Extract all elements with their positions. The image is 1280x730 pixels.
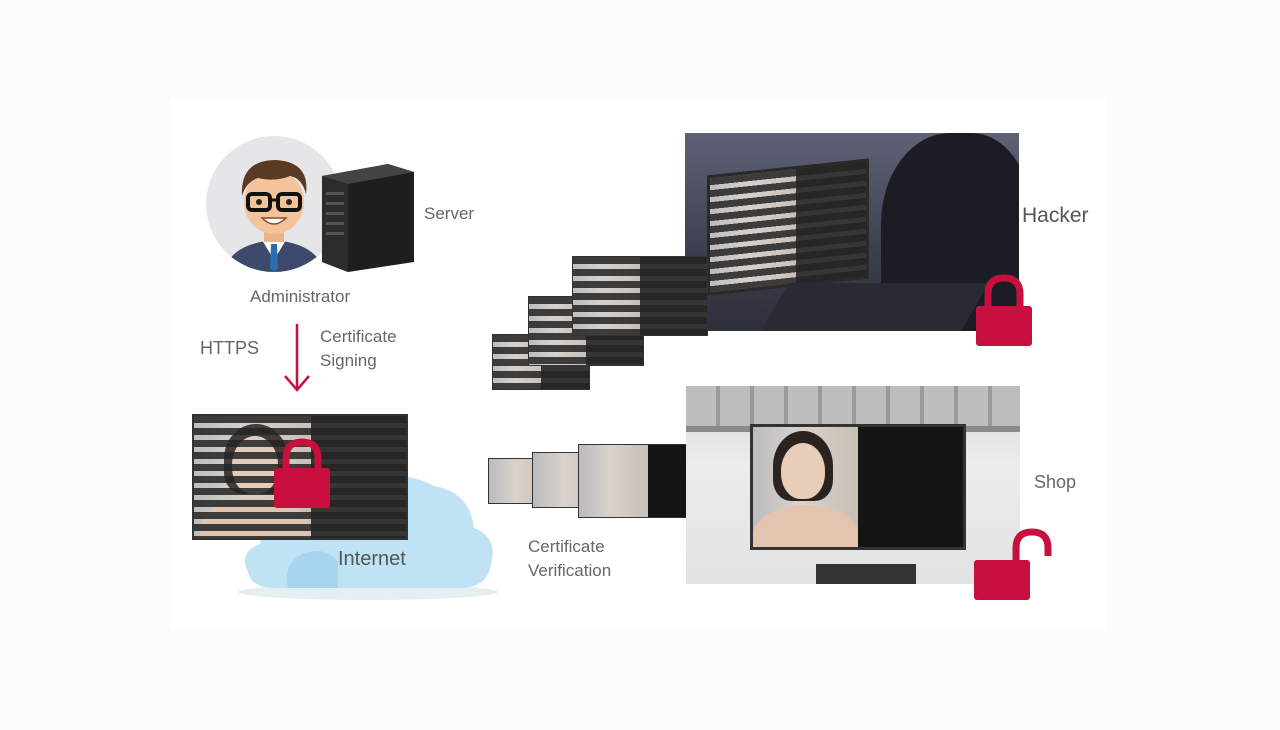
shop-photo xyxy=(686,386,1020,584)
certificate-verification-label: Certificate Verification xyxy=(528,537,612,580)
server-icon xyxy=(318,162,418,272)
unlocked-padlock-icon xyxy=(972,526,1062,607)
certificate-signing-label: Certificate Signing xyxy=(320,327,397,370)
server-label: Server xyxy=(424,204,475,223)
screen-copy xyxy=(572,256,708,336)
hacker-photo xyxy=(685,133,1019,331)
shop-label: Shop xyxy=(1034,472,1077,492)
administrator-label: Administrator xyxy=(250,287,351,306)
internet-label: Internet xyxy=(338,548,406,570)
locked-padlock-icon xyxy=(974,274,1034,353)
arrow-down-icon xyxy=(282,324,312,394)
administrator-icon xyxy=(206,136,342,272)
https-label: HTTPS xyxy=(200,338,260,358)
shop-display xyxy=(750,424,966,550)
internet-display xyxy=(192,414,408,540)
hacker-label: Hacker xyxy=(1022,204,1089,227)
locked-padlock-icon xyxy=(272,438,332,515)
